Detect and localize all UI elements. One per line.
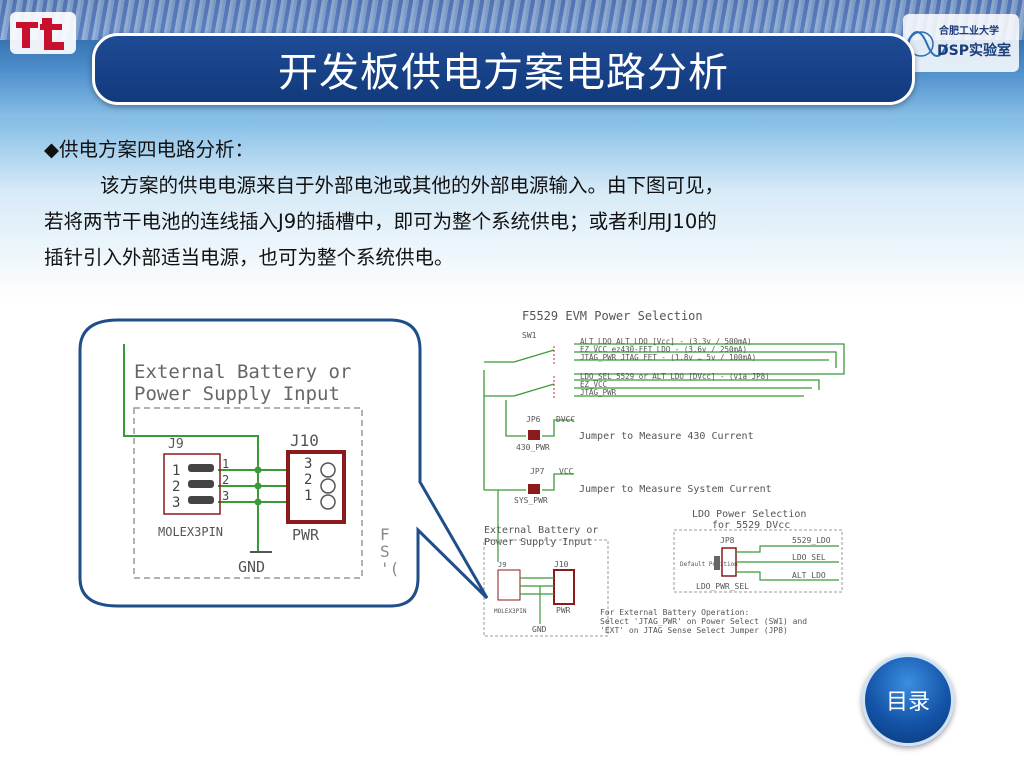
jp7-note: Jumper to Measure System Current: [579, 484, 772, 495]
alt-ldo-label: ALT_LDO: [792, 571, 826, 580]
toc-button-label: 目录: [885, 690, 930, 715]
zoom-j10-pin-1: 1: [304, 488, 312, 504]
logo-text-bottom: DSP实验室: [937, 43, 1011, 59]
paragraph-line-1: 该方案的供电电源来自于外部电池或其他的外部电源输入。由下图可见，: [100, 174, 725, 197]
sw-row-5: EZ_VCC: [580, 380, 607, 389]
zoom-wire-num-2: 2: [222, 473, 229, 487]
zoom-molex-label: MOLEX3PIN: [158, 525, 223, 539]
jp7-wires: [484, 473, 574, 491]
zoom-cut-text-2: S: [380, 542, 390, 561]
ext-title-1: External Battery or: [484, 525, 598, 536]
logo-text-top: 合肥工业大学: [939, 26, 999, 37]
zoom-j10-connector: [286, 450, 346, 524]
jp6-label: JP6: [526, 415, 541, 424]
zoom-j10-label: J10: [290, 431, 319, 450]
paragraph-line-3: 插针引入外部适当电源，也可为整个系统供电。: [44, 246, 454, 269]
zoom-title-1: External Battery or: [134, 361, 351, 383]
slide-title-bar: 开发板供电方案电路分析: [92, 33, 915, 105]
zoom-gnd-label: GND: [238, 558, 265, 576]
ti-logo-icon: [10, 12, 76, 54]
sw-row-6: JTAG_PWR: [580, 388, 617, 397]
note-line-2: Select 'JTAG_PWR' on Power Select (SW1) …: [600, 617, 807, 626]
dvcc-label: DVCC: [556, 415, 575, 424]
schematic-title: F5529 EVM Power Selection: [522, 309, 703, 323]
zoom-j10-pin-3: 3: [304, 456, 312, 472]
note-line-1: For External Battery Operation:: [600, 608, 749, 617]
ldo-5529-label: 5529_LDO: [792, 536, 831, 545]
zoom-j9-pin-2: 2: [172, 479, 180, 495]
jp7-label: JP7: [530, 467, 545, 476]
sw-row-3: JTAG_PWR JTAG FET - (1.8v … 5v / 100mA): [580, 353, 756, 362]
section-heading: ◆供电方案四电路分析：: [44, 138, 254, 161]
zoom-j9-connector: [163, 453, 221, 515]
jp8-label: JP8: [720, 536, 735, 545]
dsp-lab-logo-icon: [903, 14, 1019, 72]
zoom-wire-num-1: 1: [222, 457, 229, 471]
sw-row-4: LDO_SEL 5529 or ALT LDO [DVcc] - (via JP…: [580, 372, 770, 381]
paragraph-line-2: 若将两节干电池的连线插入J9的插槽中，即可为整个系统供电；或者利用J10的: [44, 210, 717, 233]
jp6-wires: [505, 400, 574, 437]
jp7-jumper: [528, 484, 540, 494]
ldo-title-1: LDO Power Selection: [692, 509, 806, 520]
vcc-label: VCC: [559, 467, 574, 476]
pwr430-label: 430_PWR: [516, 443, 550, 452]
gnd-label-small: GND: [532, 625, 547, 634]
j9-label-small: J9: [498, 561, 506, 569]
j10-label-small: J10: [554, 560, 569, 569]
pwr-label-small: PWR: [556, 606, 571, 615]
hfut-dsp-logo: 合肥工业大学 DSP实验室: [903, 14, 1019, 72]
ldo-sel-label: LDO_SEL: [792, 553, 826, 562]
default-position-label: Default Position: [680, 561, 738, 568]
zoom-cut-text-3: '(: [380, 559, 399, 578]
zoom-j9-pin-3: 3: [172, 495, 180, 511]
jp6-note: Jumper to Measure 430 Current: [579, 431, 754, 442]
ext-title-2: Power Supply Input: [484, 537, 592, 548]
power-selection-schematic: F5529 EVM Power Selection SW1 ALT_LDO AL…: [483, 309, 845, 637]
ldo-pwr-sel-label: LDO_PWR_SEL: [696, 582, 749, 591]
zoom-title-2: Power Supply Input: [134, 383, 340, 405]
zoom-j9-label: J9: [168, 437, 184, 452]
slide-title: 开发板供电方案电路分析: [278, 50, 729, 96]
sw-row-2: EZ_VCC ez430-FET LDO - (3.6v / 250mA): [580, 345, 747, 354]
zoom-j10-pin-2: 2: [304, 472, 312, 488]
zoom-wires: [123, 344, 288, 552]
ldo-title-2: for 5529 DVcc: [712, 520, 790, 531]
sys-pwr-label: SYS_PWR: [514, 496, 548, 505]
jp6-jumper: [528, 430, 540, 440]
molex-label-small: MOLEX3PIN: [494, 608, 527, 615]
zoom-pwr-label: PWR: [292, 526, 320, 544]
note-line-3: 'EXT' on JTAG Sense Select Jumper (JP8): [600, 626, 788, 635]
body-text: ◆供电方案四电路分析： 该方案的供电电源来自于外部电池或其他的外部电源输入。由下…: [44, 132, 944, 276]
zoom-cut-text-1: F: [380, 525, 390, 544]
zoom-j9-pin-1: 1: [172, 463, 180, 479]
toc-button[interactable]: 目录: [862, 654, 954, 746]
zoom-wire-num-3: 3: [222, 489, 229, 503]
sw1-label: SW1: [522, 331, 537, 340]
sw-row-1: ALT_LDO ALT_LDO [Vcc] - (3.3v / 500mA): [580, 337, 752, 346]
